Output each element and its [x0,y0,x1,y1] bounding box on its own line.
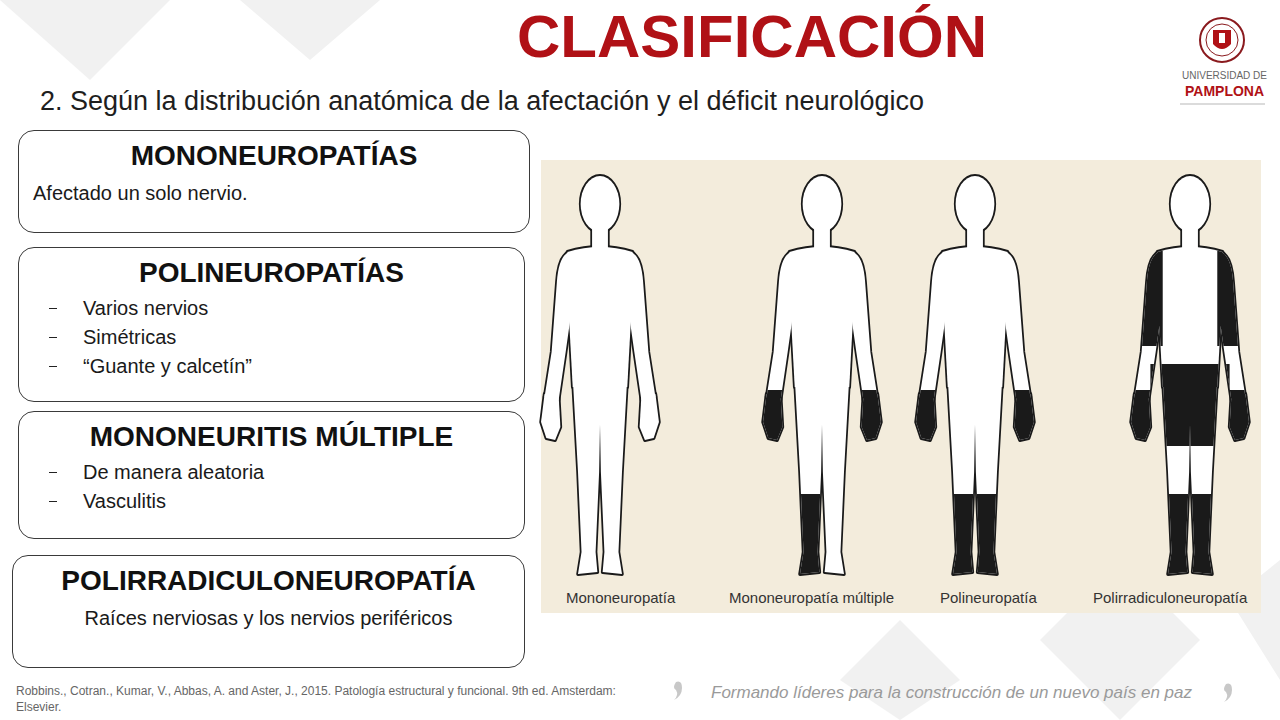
category-box: POLIRRADICULONEUROPATÍA Raíces nerviosas … [12,555,525,668]
affected-area [909,390,1041,584]
human-figure [541,176,659,574]
box-text: Raíces nerviosas y los nervios periféric… [27,604,510,633]
university-name: PAMPLONA [1185,83,1264,99]
human-figure [1124,176,1256,584]
category-box: MONONEURITIS MÚLTIPLE De manera aleatoria… [18,411,525,539]
university-crest [1180,18,1265,104]
reference: Robbins., Cotran., Kumar, V., Abbas, A. … [16,683,656,715]
quote-marks [674,682,1232,702]
box-text: Afectado un solo nervio. [33,179,515,208]
figure-label: Polineuropatía [940,589,1037,606]
category-box: POLINEUROPATÍAS Varios nerviosSimétricas“… [18,247,525,402]
university-name: UNIVERSIDAD DE [1182,70,1267,81]
bullet-item: “Guante y calcetín” [33,352,510,381]
figure-label: Polirradiculoneuropatía [1093,589,1247,606]
bullet-item: Varios nervios [33,294,510,323]
illustration-panel [541,160,1261,613]
affected-area [756,390,888,584]
human-figure [909,176,1041,584]
human-figure [756,176,888,584]
bullet-item: De manera aleatoria [33,458,510,487]
box-heading: POLINEUROPATÍAS [33,256,510,290]
box-heading: MONONEUROPATÍAS [33,139,515,173]
slogan: Formando líderes para la construcción de… [711,683,1192,703]
box-heading: MONONEURITIS MÚLTIPLE [33,420,510,454]
bullet-item: Simétricas [33,323,510,352]
subtitle: 2. Según la distribución anatómica de la… [40,86,924,117]
category-box: MONONEUROPATÍAS Afectado un solo nervio. [18,130,530,233]
bullet-item: Vasculitis [33,487,510,516]
figure-label: Mononeuropatía [566,589,675,606]
box-heading: POLIRRADICULONEUROPATÍA [27,564,510,598]
figure-label: Mononeuropatía múltiple [729,589,894,606]
affected-area [1124,250,1256,584]
slide-title: CLASIFICACIÓN [517,2,987,71]
